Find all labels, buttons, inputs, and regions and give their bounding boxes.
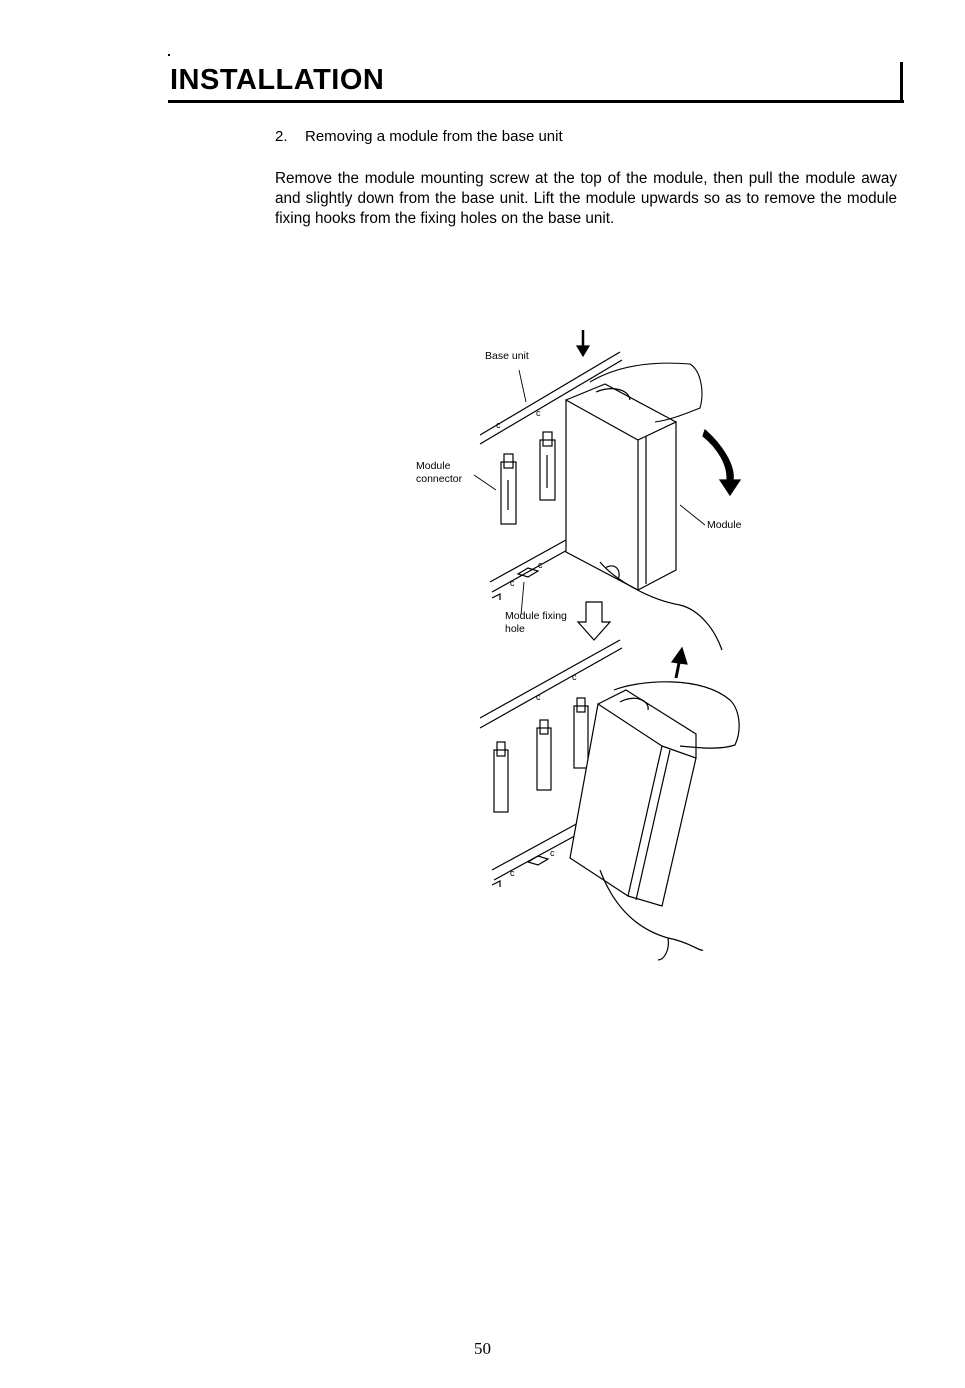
section-number: 2. (275, 128, 288, 145)
leader-base-unit (518, 369, 527, 403)
figure-drawing: c c c c (473, 330, 742, 961)
header-rule (168, 100, 904, 103)
page-header: INSTALLATION (168, 54, 904, 103)
mark-c-4: c (510, 578, 515, 588)
mark-c-1: c (536, 408, 541, 418)
connector-4 (536, 719, 552, 791)
mark-c-3: c (538, 560, 543, 570)
down-arrow-small (575, 330, 591, 358)
base-rail-bottom-c (491, 821, 581, 871)
label-module-connector-line1: Module (416, 460, 451, 472)
label-module-connector-line2: connector (416, 473, 463, 485)
connector-2 (539, 431, 556, 501)
connector-1 (500, 453, 517, 525)
module-box-bottom (569, 689, 697, 907)
leader-module-connector (473, 474, 497, 491)
connector-3 (493, 741, 509, 813)
hand-top-upper (589, 362, 703, 423)
hand-bottom-upper (613, 681, 740, 749)
leader-fixing-hole (520, 581, 525, 616)
mark-c-8: c (550, 848, 555, 858)
base-rail-top-d (479, 647, 623, 729)
mark-c-7: c (510, 868, 515, 878)
hand-top-thumb (595, 388, 631, 401)
base-rail-top-c (479, 639, 621, 719)
hand-bottom-thumb (619, 697, 649, 711)
leader-module (679, 504, 706, 526)
page-number: 50 (474, 1339, 491, 1358)
rotate-arrow-icon (702, 428, 742, 497)
label-module-connector: Module connector (416, 460, 462, 486)
mark-c-6: c (572, 672, 577, 682)
mark-c-2: c (496, 420, 501, 430)
hand-top-lower-thumb (604, 565, 620, 581)
label-fixing-hole: Module fixing hole (505, 610, 567, 636)
base-rail-top-b (479, 359, 623, 445)
label-module: Module (707, 519, 742, 531)
base-rail-top-a (479, 351, 621, 436)
hand-bottom-wrist (657, 937, 669, 961)
header-tick-mark (168, 54, 170, 56)
label-fixing-hole-line2: hole (505, 623, 525, 635)
module-removal-figure: c c c c (400, 330, 780, 970)
section-title: Removing a module from the base unit (305, 128, 563, 145)
hand-top-lower (599, 561, 723, 651)
label-fixing-hole-line1: Module fixing (505, 610, 567, 622)
mark-c-5: c (536, 692, 541, 702)
fixing-hole-bottom (491, 855, 550, 887)
section-heading: 2. Removing a module from the base unit (275, 128, 563, 145)
module-box-top (565, 383, 677, 591)
header-title: INSTALLATION (170, 64, 385, 96)
connector-5 (573, 697, 589, 769)
up-arrow-small (670, 646, 688, 679)
outline-down-arrow-icon (576, 601, 612, 641)
label-base-unit: Base unit (485, 350, 529, 362)
header-vertical-bar (900, 62, 903, 102)
base-rail-bottom-b (491, 543, 579, 593)
hand-bottom-lower (599, 869, 704, 951)
fixing-hole-top (491, 567, 540, 600)
body-paragraph: Remove the module mounting screw at the … (275, 170, 897, 227)
base-rail-bottom-a (489, 534, 576, 583)
